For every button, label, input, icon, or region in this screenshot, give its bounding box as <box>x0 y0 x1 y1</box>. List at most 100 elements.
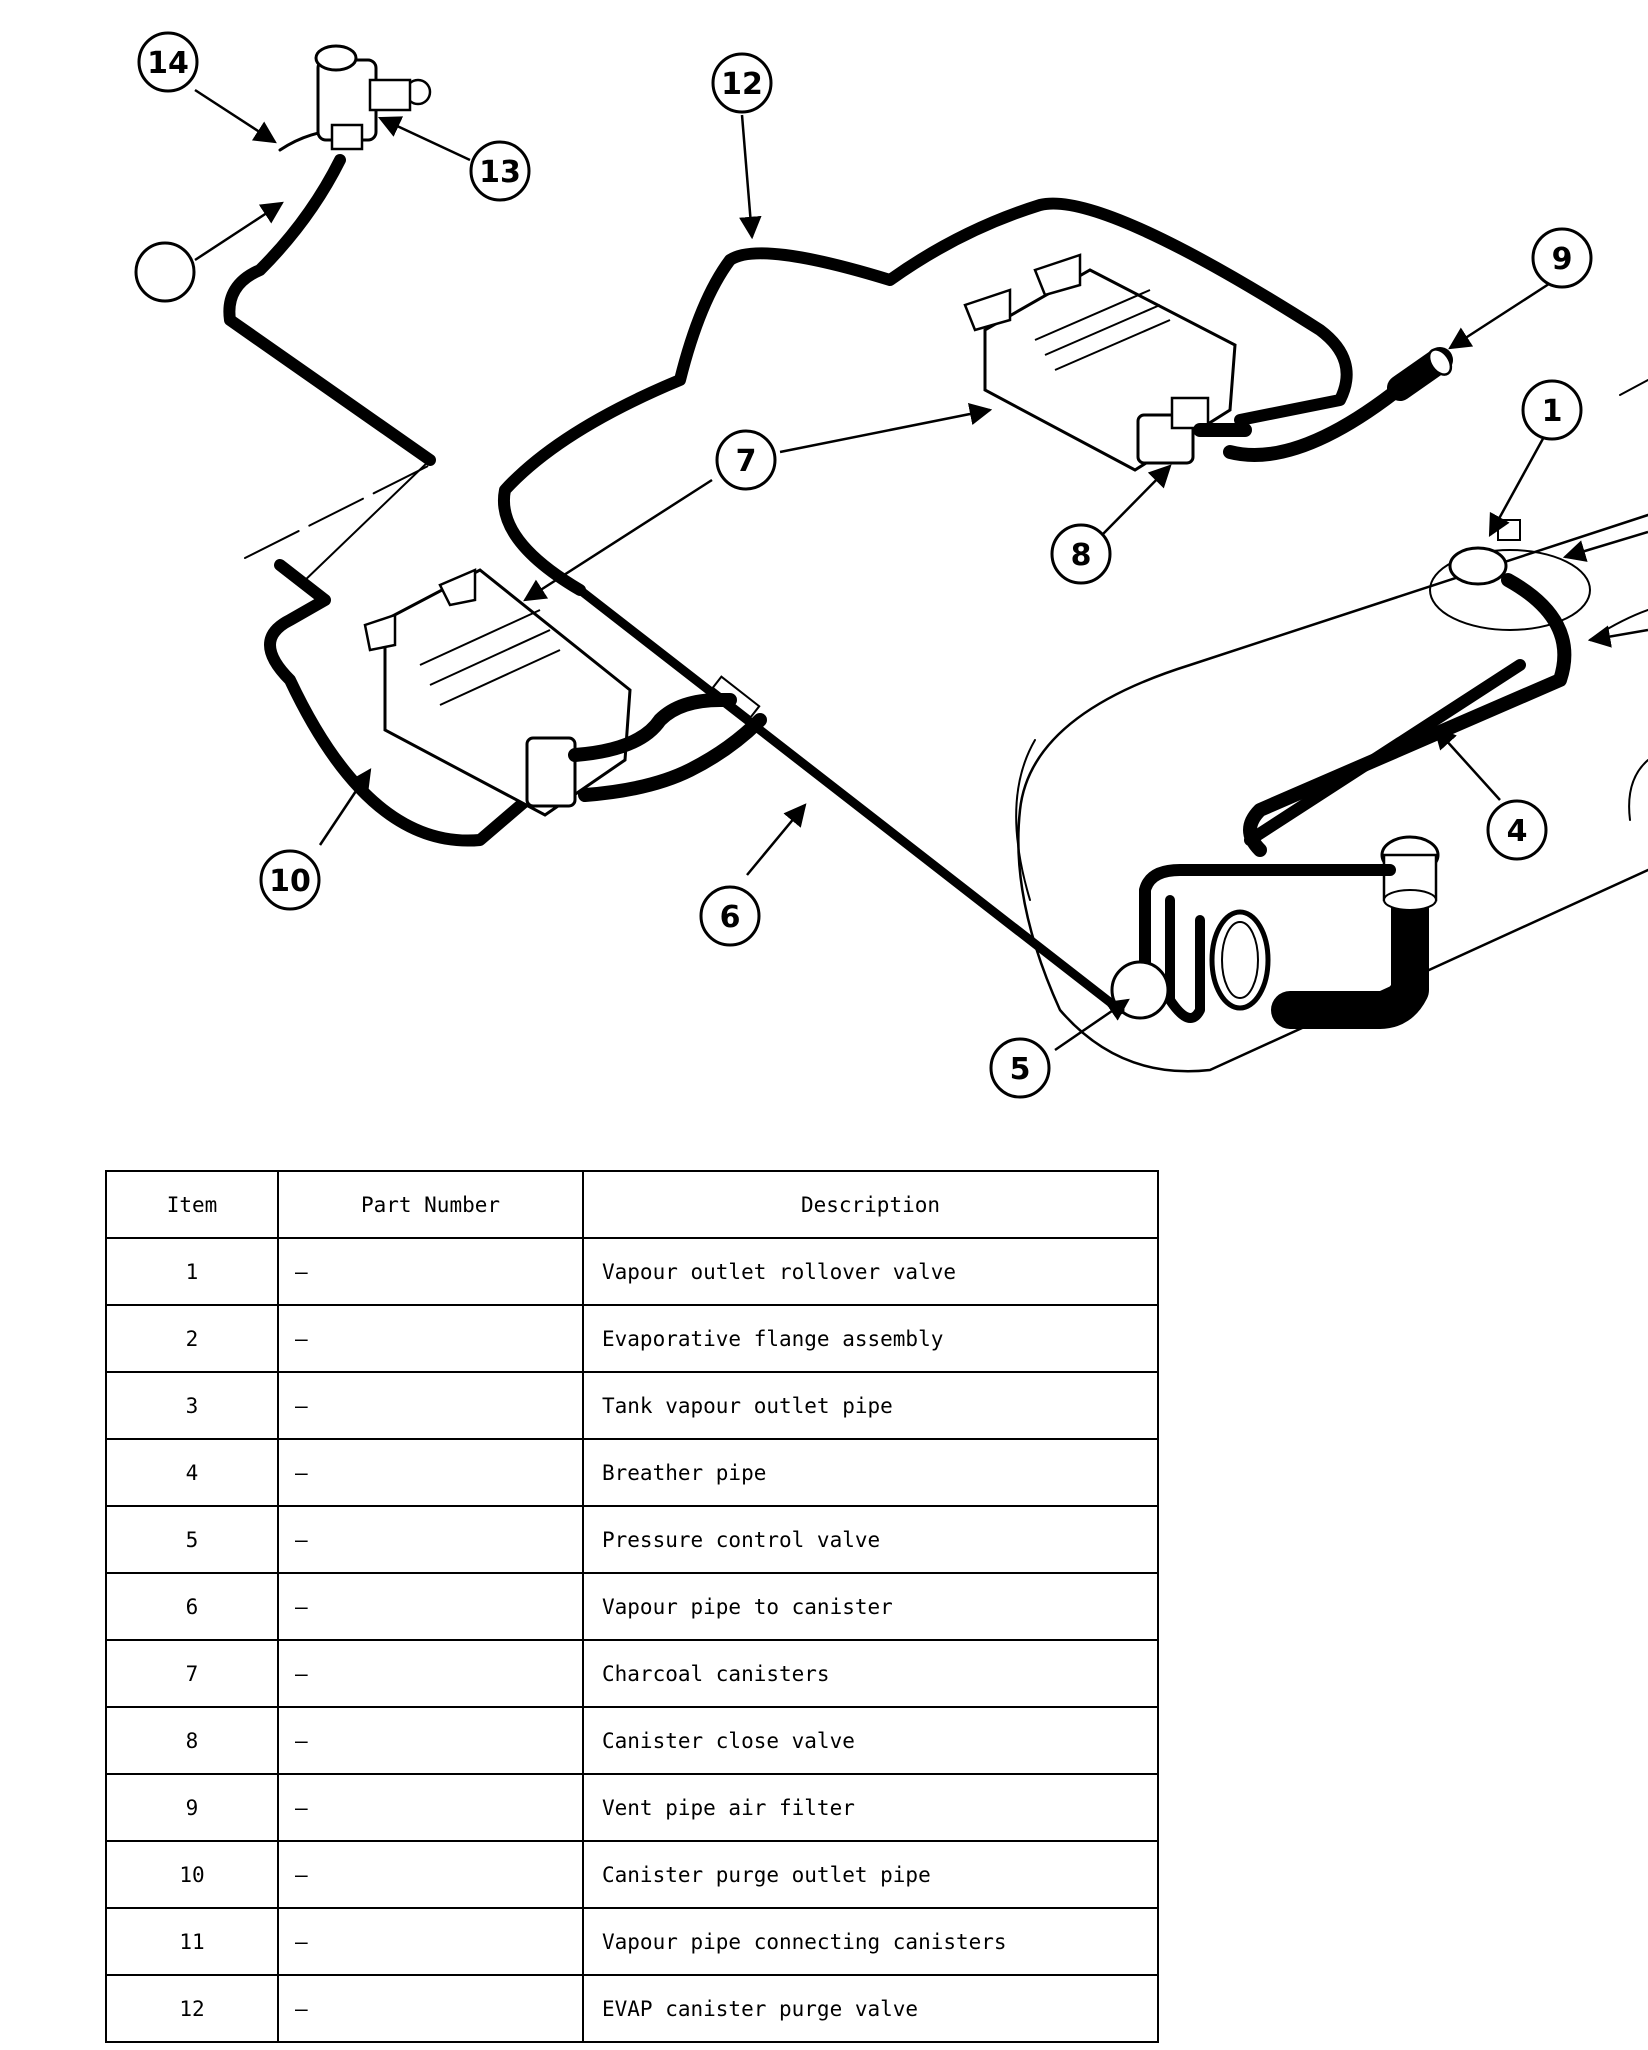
table-header-row: Item Part Number Description <box>105 1170 1159 1239</box>
part-number-cell: – <box>277 1304 584 1373</box>
description-cell: Evaporative flange assembly <box>582 1304 1159 1373</box>
item-cell: 8 <box>105 1706 279 1775</box>
svg-text:4: 4 <box>1507 814 1528 849</box>
svg-text:14: 14 <box>147 46 189 81</box>
arrow-edge-b <box>1587 625 1648 648</box>
arrow-7-lower <box>523 478 713 602</box>
table-row: 3–Tank vapour outlet pipe <box>105 1371 1159 1440</box>
description-cell: Vent pipe air filter <box>582 1773 1159 1842</box>
description-cell: Vapour outlet rollover valve <box>582 1237 1159 1306</box>
arrow-6 <box>746 803 807 876</box>
callout-8: 8 <box>1050 523 1112 585</box>
item-cell: 12 <box>105 1974 279 2043</box>
header-part-number: Part Number <box>277 1170 584 1239</box>
part-number-cell: – <box>277 1572 584 1641</box>
callout-9: 9 <box>1531 227 1593 289</box>
svg-text:10: 10 <box>269 864 311 899</box>
callout-7: 7 <box>715 429 777 491</box>
vapour-pipe-connecting-canisters <box>497 197 1453 596</box>
table-row: 6–Vapour pipe to canister <box>105 1572 1159 1641</box>
description-cell: Tank vapour outlet pipe <box>582 1371 1159 1440</box>
callout-14 <box>134 241 196 303</box>
callout-6: 6 <box>699 885 761 947</box>
svg-text:6: 6 <box>720 900 741 935</box>
description-cell: Vapour pipe connecting canisters <box>582 1907 1159 1976</box>
description-cell: Canister close valve <box>582 1706 1159 1775</box>
upper-charcoal-canister <box>963 253 1252 472</box>
item-cell: 5 <box>105 1505 279 1574</box>
callout-1: 1 <box>1521 379 1583 441</box>
svg-text:12: 12 <box>721 67 763 102</box>
pressure-control-valve-assembly <box>1110 835 1440 1029</box>
svg-text:8: 8 <box>1071 538 1092 573</box>
callout-13: 14 <box>137 31 199 93</box>
table-row: 2–Evaporative flange assembly <box>105 1304 1159 1373</box>
callout-12: 13 <box>469 140 531 202</box>
item-cell: 9 <box>105 1773 279 1842</box>
callout-11: 12 <box>711 52 773 114</box>
part-number-cell: – <box>277 1840 584 1909</box>
svg-text:5: 5 <box>1010 1052 1031 1087</box>
arrow-11 <box>739 114 762 240</box>
arrow-1 <box>1488 434 1547 537</box>
part-number-cell: – <box>277 1907 584 1976</box>
vapour-pipe-to-canister <box>575 585 1125 1015</box>
parts-table: Item Part Number Description 1–Vapour ou… <box>105 1170 1159 2043</box>
table-row: 8–Canister close valve <box>105 1706 1159 1775</box>
part-number-cell: – <box>277 1773 584 1842</box>
item-cell: 1 <box>105 1237 279 1306</box>
arrow-7-upper <box>779 402 993 454</box>
arrow-8 <box>1101 464 1172 536</box>
arrow-14 <box>194 201 284 262</box>
table-row: 11–Vapour pipe connecting canisters <box>105 1907 1159 1976</box>
part-number-cell: – <box>277 1505 584 1574</box>
pipe-break-lines <box>244 459 431 586</box>
item-cell: 6 <box>105 1572 279 1641</box>
part-number-cell: – <box>277 1974 584 2043</box>
table-row: 7–Charcoal canisters <box>105 1639 1159 1708</box>
description-cell: Canister purge outlet pipe <box>582 1840 1159 1909</box>
item-cell: 4 <box>105 1438 279 1507</box>
callouts: 14 13 12 9 1 7 8 4 10 6 5 <box>134 31 1593 1099</box>
arrow-9 <box>1448 278 1556 350</box>
svg-text:7: 7 <box>736 444 757 479</box>
svg-text:9: 9 <box>1552 242 1573 277</box>
part-number-cell: – <box>277 1438 584 1507</box>
arrow-12 <box>377 116 471 162</box>
item-cell: 2 <box>105 1304 279 1373</box>
leader-arrows <box>194 88 1648 1052</box>
description-cell: Vapour pipe to canister <box>582 1572 1159 1641</box>
arrow-4 <box>1433 726 1501 801</box>
arrow-edge-a <box>1562 530 1648 562</box>
header-item: Item <box>105 1170 279 1239</box>
header-description: Description <box>582 1170 1159 1239</box>
table-row: 10–Canister purge outlet pipe <box>105 1840 1159 1909</box>
item-cell: 7 <box>105 1639 279 1708</box>
item-cell: 3 <box>105 1371 279 1440</box>
description-cell: Charcoal canisters <box>582 1639 1159 1708</box>
item-cell: 10 <box>105 1840 279 1909</box>
table-row: 5–Pressure control valve <box>105 1505 1159 1574</box>
arrow-10 <box>318 768 372 846</box>
table-row: 9–Vent pipe air filter <box>105 1773 1159 1842</box>
part-number-cell: – <box>277 1237 584 1306</box>
lower-charcoal-canister <box>264 559 767 847</box>
evap-canister-purge-valve <box>223 44 436 466</box>
table-row: 12–EVAP canister purge valve <box>105 1974 1159 2043</box>
arrow-13 <box>194 88 277 144</box>
description-cell: Pressure control valve <box>582 1505 1159 1574</box>
item-cell: 11 <box>105 1907 279 1976</box>
description-cell: EVAP canister purge valve <box>582 1974 1159 2043</box>
breather-pipe <box>1243 573 1572 857</box>
svg-text:1: 1 <box>1542 394 1563 429</box>
callout-10: 10 <box>259 849 321 911</box>
svg-text:13: 13 <box>479 155 521 190</box>
part-number-cell: – <box>277 1371 584 1440</box>
part-number-cell: – <box>277 1706 584 1775</box>
table-row: 4–Breather pipe <box>105 1438 1159 1507</box>
part-number-cell: – <box>277 1639 584 1708</box>
callout-5: 5 <box>989 1037 1051 1099</box>
fuel-tank <box>1015 379 1648 1073</box>
description-cell: Breather pipe <box>582 1438 1159 1507</box>
table-row: 1–Vapour outlet rollover valve <box>105 1237 1159 1306</box>
